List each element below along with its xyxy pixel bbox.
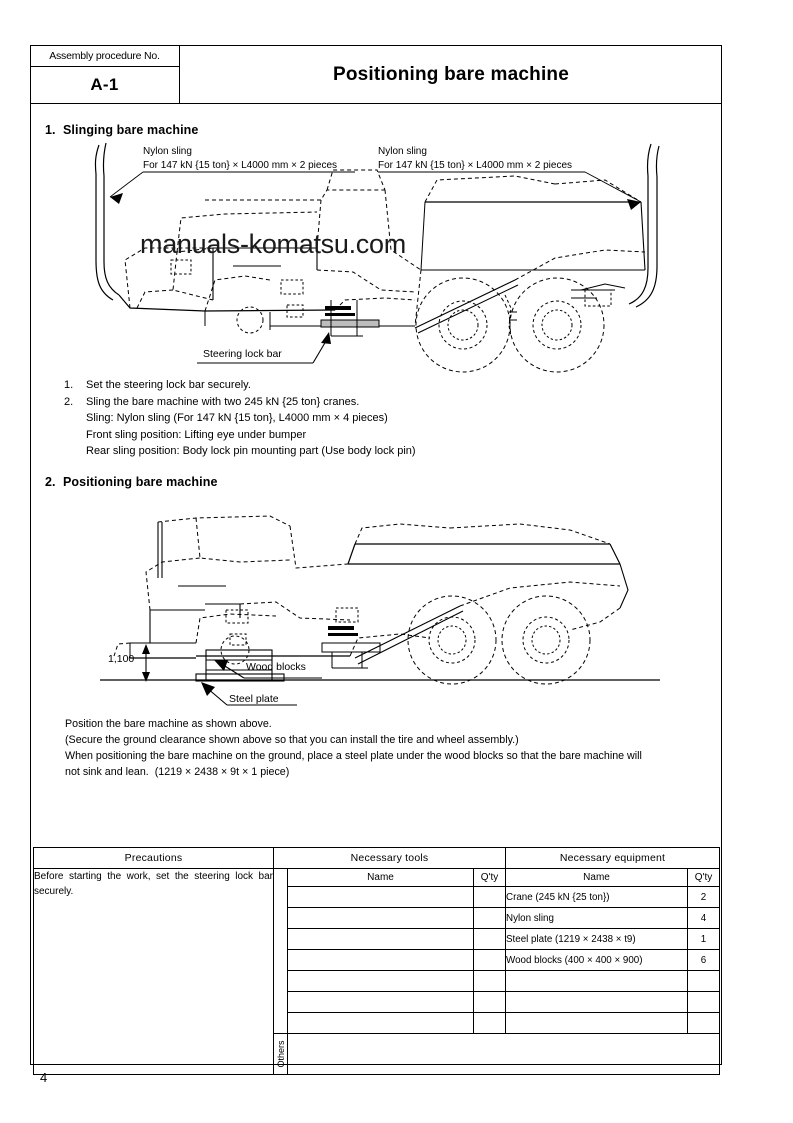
section-2-heading: 2. Positioning bare machine — [45, 475, 218, 489]
watermark-text: manuals-komatsu.com — [140, 229, 406, 259]
section-1-title: Slinging bare machine — [63, 123, 199, 137]
equipment-qty: 1 — [686, 928, 721, 950]
section-2-title: Positioning bare machine — [63, 475, 218, 489]
tool-qty — [473, 991, 506, 1013]
table-others-row: Others — [34, 1033, 721, 1075]
tool-name — [287, 928, 474, 950]
sling-label-left-line1: Nylon sling — [143, 146, 192, 157]
equipment-name: Steel plate (1219 × 2438 × t9) — [505, 928, 688, 950]
tool-name — [287, 991, 474, 1013]
procedure-no-box: Assembly procedure No. A-1 — [30, 45, 180, 104]
step-item: 1. Set the steering lock bar securely. — [64, 377, 416, 394]
sling-label-left-line2: For 147 kN {15 ton} × L4000 mm × 2 piece… — [143, 160, 338, 171]
step-text: Front sling position: Lifting eye under … — [86, 428, 307, 441]
step-text: Rear sling position: Body lock pin mount… — [86, 445, 416, 457]
procedure-no-value: A-1 — [90, 75, 119, 94]
header-tools-qty: Q'ty — [473, 868, 506, 887]
equipment-name: Wood blocks (400 × 400 × 900) — [505, 949, 688, 971]
table-subheader-row: Before starting the work, set the steeri… — [33, 868, 721, 1075]
tool-name — [287, 949, 474, 971]
others-content-cell — [286, 1033, 721, 1075]
tool-qty — [473, 949, 506, 971]
step-text: Sling: Nylon sling (For 147 kN {15 ton},… — [86, 412, 388, 424]
table-header-row: Precautions Necessary tools Necessary eq… — [33, 847, 721, 869]
precautions-text: Before starting the work, set the steeri… — [33, 868, 274, 1075]
page-number: 4 — [40, 1070, 48, 1085]
table-row — [34, 1012, 721, 1034]
tool-qty — [473, 886, 506, 908]
sling-label-right-line2: For 147 kN {15 ton} × L4000 mm × 2 piece… — [378, 160, 573, 171]
callout-steel-plate: Steel plate — [229, 693, 279, 705]
tool-qty — [473, 1012, 506, 1034]
table-row: Wood blocks (400 × 400 × 900) 6 — [34, 949, 721, 971]
header-equipment-name: Name — [505, 868, 688, 887]
step-text: Set the steering lock bar securely. — [86, 379, 251, 391]
table-row — [34, 991, 721, 1013]
table-row: Crane (245 kN {25 ton}) 2 — [34, 886, 721, 908]
section-2-number: 2. — [45, 475, 56, 489]
equipment-qty — [686, 970, 721, 992]
equipment-qty: 6 — [686, 949, 721, 971]
callout-steering-lock-bar-leader — [195, 330, 335, 370]
tool-name — [287, 1012, 474, 1034]
procedure-no-label: Assembly procedure No. — [30, 45, 179, 67]
header-necessary-tools: Necessary tools — [273, 847, 506, 869]
requirements-table: Precautions Necessary tools Necessary eq… — [33, 847, 721, 1075]
equipment-name — [505, 970, 688, 992]
equipment-name: Nylon sling — [505, 907, 688, 929]
page-header: Assembly procedure No. A-1 Positioning b… — [30, 45, 722, 104]
section-2-paragraph: Position the bare machine as shown above… — [65, 718, 642, 778]
equipment-qty: 2 — [686, 886, 721, 908]
dimension-label-1100: 1,100 — [108, 653, 135, 665]
tool-qty — [473, 970, 506, 992]
tool-name — [287, 970, 474, 992]
tool-name — [287, 886, 474, 908]
callout-wood-blocks-leader — [204, 655, 324, 685]
tools-others-spacer — [273, 868, 288, 1034]
others-label: Others — [273, 1033, 288, 1075]
page-title: Positioning bare machine — [332, 63, 569, 85]
tool-qty — [473, 928, 506, 950]
sling-label-right-line1: Nylon sling — [378, 146, 427, 157]
section-1-number: 1. — [45, 123, 56, 137]
header-equipment-qty: Q'ty — [686, 868, 721, 887]
step-text: Sling the bare machine with two 245 kN {… — [86, 395, 360, 408]
header-necessary-equipment: Necessary equipment — [504, 847, 721, 869]
header-precautions: Precautions — [33, 847, 274, 869]
callout-wood-blocks: Wood blocks — [246, 661, 306, 673]
section-1-steps: 1. Set the steering lock bar securely. 2… — [64, 377, 416, 460]
equipment-qty: 4 — [686, 907, 721, 929]
equipment-name — [505, 1012, 688, 1034]
equipment-name — [505, 991, 688, 1013]
equipment-qty — [686, 991, 721, 1013]
others-label-text: Others — [275, 1040, 286, 1068]
diagram-positioning-bare-machine — [100, 498, 660, 698]
equipment-name: Crane (245 kN {25 ton}) — [505, 886, 688, 908]
step-marker: 1. — [64, 379, 74, 391]
callout-steel-plate-leader — [185, 678, 305, 710]
step-item: 2. Sling the bare machine with two 245 k… — [64, 394, 416, 460]
callout-steering-lock-bar: Steering lock bar — [203, 348, 282, 360]
equipment-qty — [686, 1012, 721, 1034]
table-row: Steel plate (1219 × 2438 × t9) 1 — [34, 928, 721, 950]
step-marker: 2. — [64, 395, 74, 408]
tool-name — [287, 907, 474, 929]
section-1-heading: 1. Slinging bare machine — [45, 123, 198, 137]
diagram-slinging-bare-machine — [85, 140, 675, 375]
header-tools-name: Name — [287, 868, 474, 887]
tool-qty — [473, 907, 506, 929]
